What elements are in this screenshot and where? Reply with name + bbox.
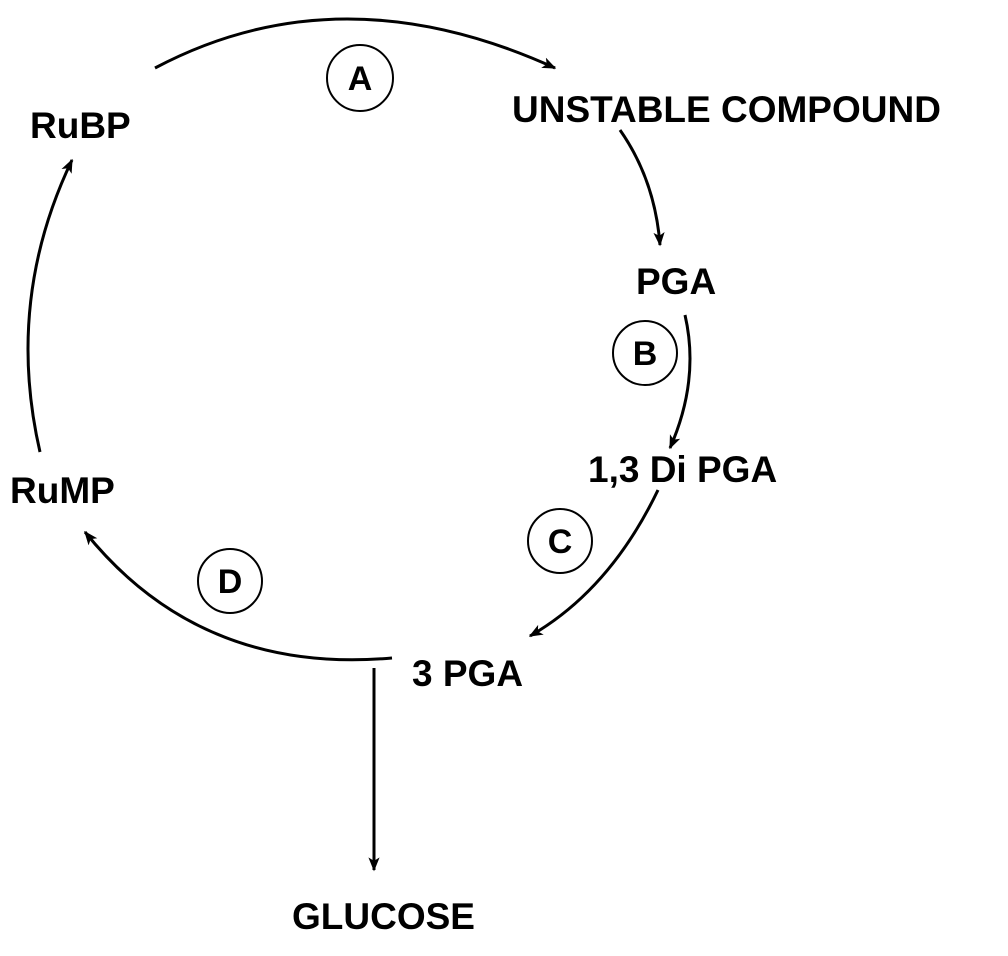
label-3-pga: 3 PGA xyxy=(412,653,523,694)
step-a-label: A xyxy=(348,60,373,98)
step-d-marker: D xyxy=(197,548,263,614)
step-d-label: D xyxy=(218,563,243,601)
label-unstable-compound: UNSTABLE COMPOUND xyxy=(512,89,941,130)
step-c-label: C xyxy=(548,523,573,561)
arrow-unstable-to-pga xyxy=(618,129,665,247)
label-rump: RuMP xyxy=(10,470,115,511)
arrow-rubp-to-unstable xyxy=(154,17,557,70)
step-c-marker: C xyxy=(527,508,593,574)
arrow-pga-to-dipga xyxy=(668,314,692,450)
step-b-label: B xyxy=(633,335,658,373)
arrow-3pga-to-rump xyxy=(83,530,393,662)
label-rubp: RuBP xyxy=(30,105,131,146)
arrow-rump-to-rubp xyxy=(26,158,74,453)
label-glucose: GLUCOSE xyxy=(292,896,475,937)
arrow-dipga-to-3pga xyxy=(528,489,660,638)
label-pga: PGA xyxy=(636,261,716,302)
label-1-3-di-pga: 1,3 Di PGA xyxy=(588,449,777,490)
step-a-marker: A xyxy=(326,44,394,112)
step-b-marker: B xyxy=(612,320,678,386)
